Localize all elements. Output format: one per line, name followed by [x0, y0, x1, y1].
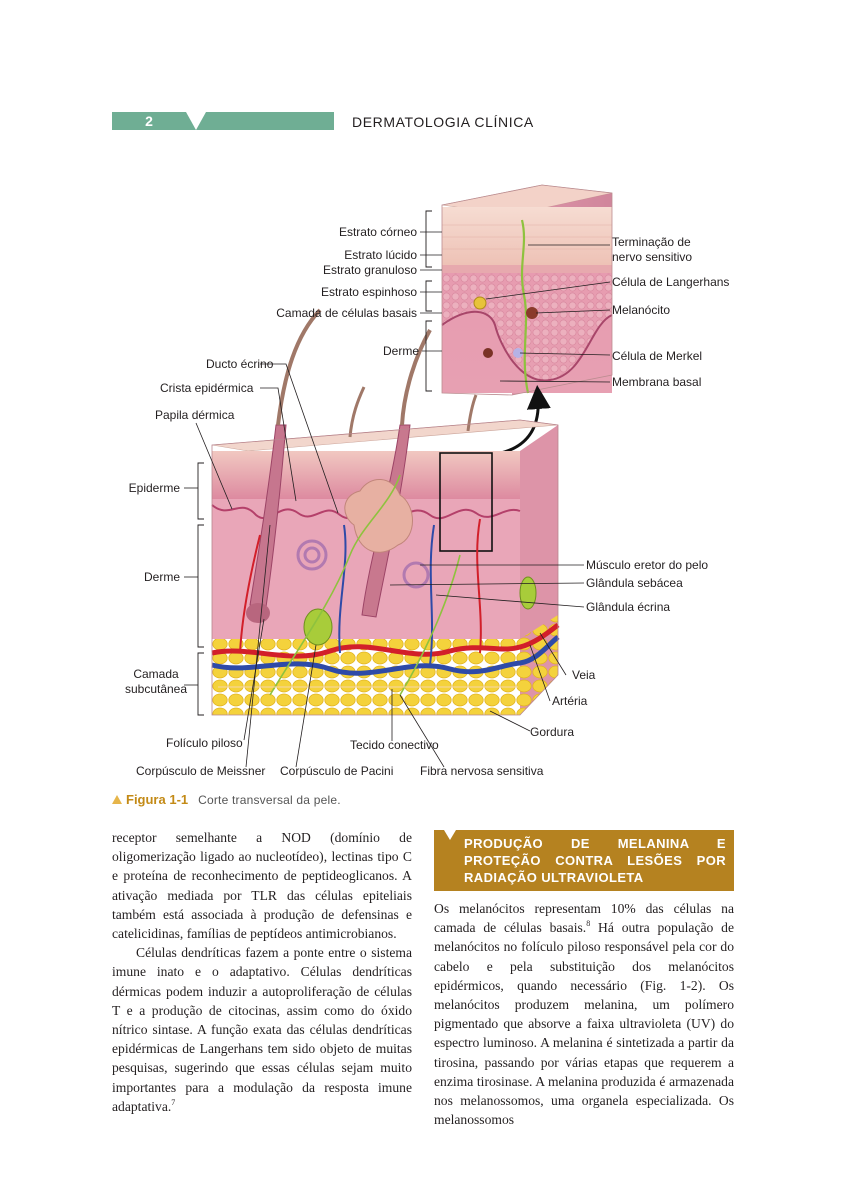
label-papila-dermica: Papila dérmica	[155, 408, 235, 422]
label-derme: Derme	[144, 570, 180, 584]
leader-lines	[184, 210, 611, 768]
label-glandula-sebacea: Glândula sebácea	[586, 576, 683, 590]
caption-triangle-icon	[112, 795, 122, 804]
figure-caption: Figura 1-1 Corte transversal da pele.	[112, 792, 341, 810]
skin-cross-section-figure: Estrato córneo Estrato lúcido Estrato gr…	[125, 184, 729, 778]
figure-label: Figura 1-1	[126, 792, 189, 807]
label-estrato-lucido: Estrato lúcido	[344, 248, 417, 262]
section-body: Os melanócitos representam 10% das célul…	[434, 899, 734, 1129]
main-block	[211, 308, 560, 716]
running-header-notch	[186, 112, 206, 130]
left-paragraph-2: Células dendríticas fazem a ponte entre …	[112, 943, 412, 1116]
label-epiderme: Epiderme	[129, 481, 181, 495]
reference-8: 8	[586, 919, 591, 929]
label-derme-inset: Derme	[383, 344, 419, 358]
label-melanocito: Melanócito	[612, 303, 670, 317]
label-estrato-corneo: Estrato córneo	[339, 225, 417, 239]
label-fibra-nervosa: Fibra nervosa sensitiva	[420, 764, 544, 778]
label-ducto-ecrino: Ducto écrino	[206, 357, 274, 371]
heading-triangle-icon	[444, 830, 456, 840]
section-body-text-b: Há outra população de melanócitos no fol…	[434, 920, 734, 1128]
label-merkel: Célula de Merkel	[612, 349, 702, 363]
label-camada-basais: Camada de células basais	[276, 306, 417, 320]
right-column: PRODUÇÃO DE MELANINA E PROTEÇÃO CONTRA L…	[434, 830, 734, 1129]
section-heading-text: PRODUÇÃO DE MELANINA E PROTEÇÃO CONTRA L…	[464, 836, 726, 885]
label-estrato-granuloso: Estrato granuloso	[323, 263, 417, 277]
label-terminacao-line2: nervo sensitivo	[612, 250, 692, 264]
label-arteria: Artéria	[552, 694, 588, 708]
label-membrana-basal: Membrana basal	[612, 375, 701, 389]
page-number: 2	[145, 113, 153, 129]
label-veia: Veia	[572, 668, 596, 682]
label-terminacao-line1: Terminação de	[612, 235, 691, 249]
label-camada-line1: Camada	[133, 667, 179, 681]
figure-labels: Estrato córneo Estrato lúcido Estrato gr…	[125, 225, 729, 778]
label-gordura: Gordura	[530, 725, 574, 739]
section-body-text-a: Os melanócitos representam 10% das célul…	[434, 901, 734, 936]
label-musculo-eretor: Músculo eretor do pelo	[586, 558, 708, 572]
section-heading: PRODUÇÃO DE MELANINA E PROTEÇÃO CONTRA L…	[434, 830, 734, 891]
inset-block	[441, 184, 613, 396]
label-camada-line2: subcutânea	[125, 682, 187, 696]
label-langerhans: Célula de Langerhans	[612, 275, 729, 289]
running-header-band	[112, 112, 334, 130]
figure-caption-text: Corte transversal da pele.	[198, 793, 341, 807]
label-crista-epidermica: Crista epidérmica	[160, 381, 254, 395]
left-column: receptor semelhante a NOD (domínio de ol…	[112, 828, 412, 1116]
reference-7: 7	[171, 1097, 176, 1107]
label-tecido-conectivo: Tecido conectivo	[350, 738, 439, 752]
label-pacini: Corpúsculo de Pacini	[280, 764, 393, 778]
label-foliculo-piloso: Folículo piloso	[166, 736, 243, 750]
running-title: DERMATOLOGIA CLÍNICA	[352, 114, 534, 130]
label-meissner: Corpúsculo de Meissner	[136, 764, 265, 778]
left-paragraph-1: receptor semelhante a NOD (domínio de ol…	[112, 830, 412, 942]
label-estrato-espinhoso: Estrato espinhoso	[321, 285, 417, 299]
left-paragraph-2-text: Células dendríticas fazem a ponte entre …	[112, 945, 412, 1114]
label-glandula-ecrina: Glândula écrina	[586, 600, 670, 614]
